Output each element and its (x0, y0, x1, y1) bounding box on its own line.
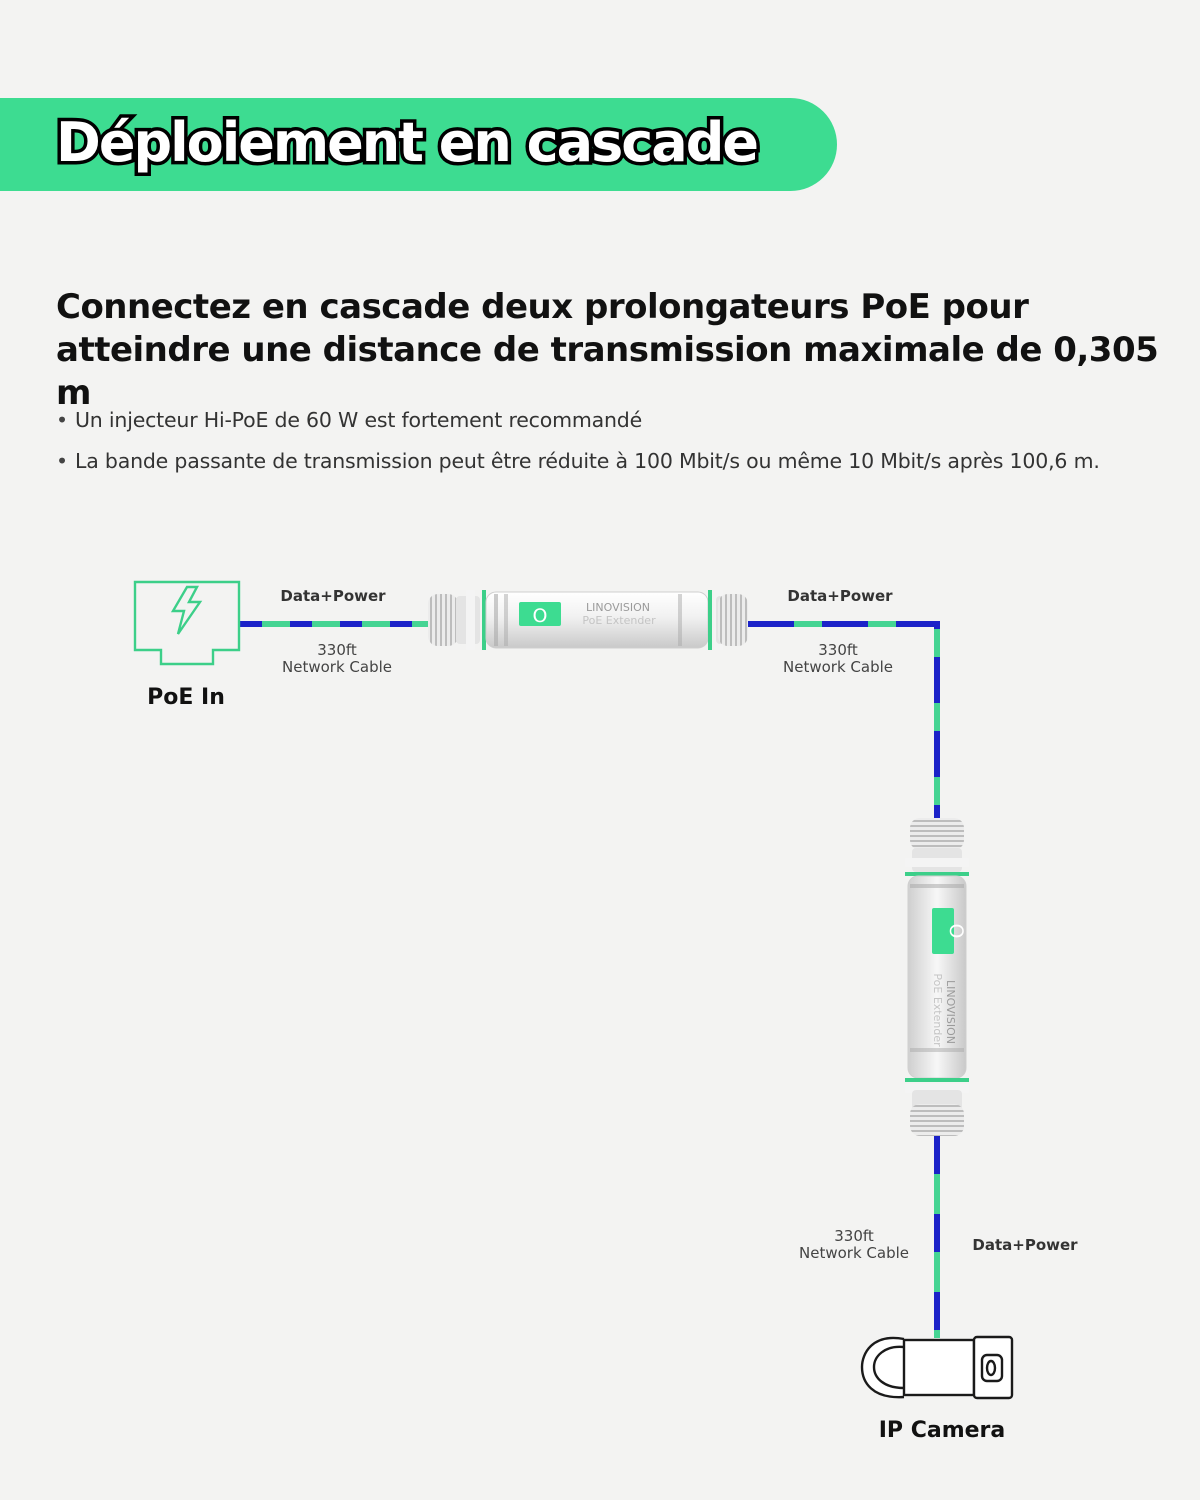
extender-brand: LINOVISION (586, 601, 650, 614)
ip-camera-label: IP Camera (879, 1418, 1006, 1443)
ip-camera-icon (860, 1335, 1014, 1400)
title-banner (0, 98, 837, 191)
extender-model: PoE Extender (582, 614, 656, 627)
poe-extender-vertical: O LINOVISION PoE Extender (905, 818, 969, 1136)
segment-2-length: 330ft (818, 641, 858, 659)
poe-extender-horizontal: O LINOVISION PoE Extender (428, 590, 748, 650)
segment-3-cable: Network Cable (799, 1244, 909, 1262)
extender-brand: LINOVISION (944, 980, 957, 1044)
segment-1-length: 330ft (317, 641, 357, 659)
bullet-item: La bande passante de transmission peut ê… (56, 441, 1100, 482)
extender-model: PoE Extender (931, 973, 944, 1047)
cable-segment-2 (748, 621, 940, 818)
segment-1-cable: Network Cable (282, 658, 392, 676)
page-title: Déploiement en cascade (53, 108, 763, 178)
bullet-list: Un injecteur Hi-PoE de 60 W est fortemen… (56, 400, 1100, 482)
segment-2-cable: Network Cable (783, 658, 893, 676)
poe-in-label: PoE In (147, 685, 225, 710)
headline: Connectez en cascade deux prolongateurs … (56, 287, 1159, 413)
bullet-item: Un injecteur Hi-PoE de 60 W est fortemen… (56, 400, 1100, 441)
extender-badge: O (533, 605, 548, 627)
segment-3-length: 330ft (834, 1227, 874, 1245)
segment-3-signal: Data+Power (972, 1236, 1078, 1254)
poe-in-icon (133, 580, 241, 666)
extender-badge: O (945, 924, 967, 939)
segment-2-signal: Data+Power (787, 587, 893, 605)
segment-1-signal: Data+Power (280, 587, 386, 605)
